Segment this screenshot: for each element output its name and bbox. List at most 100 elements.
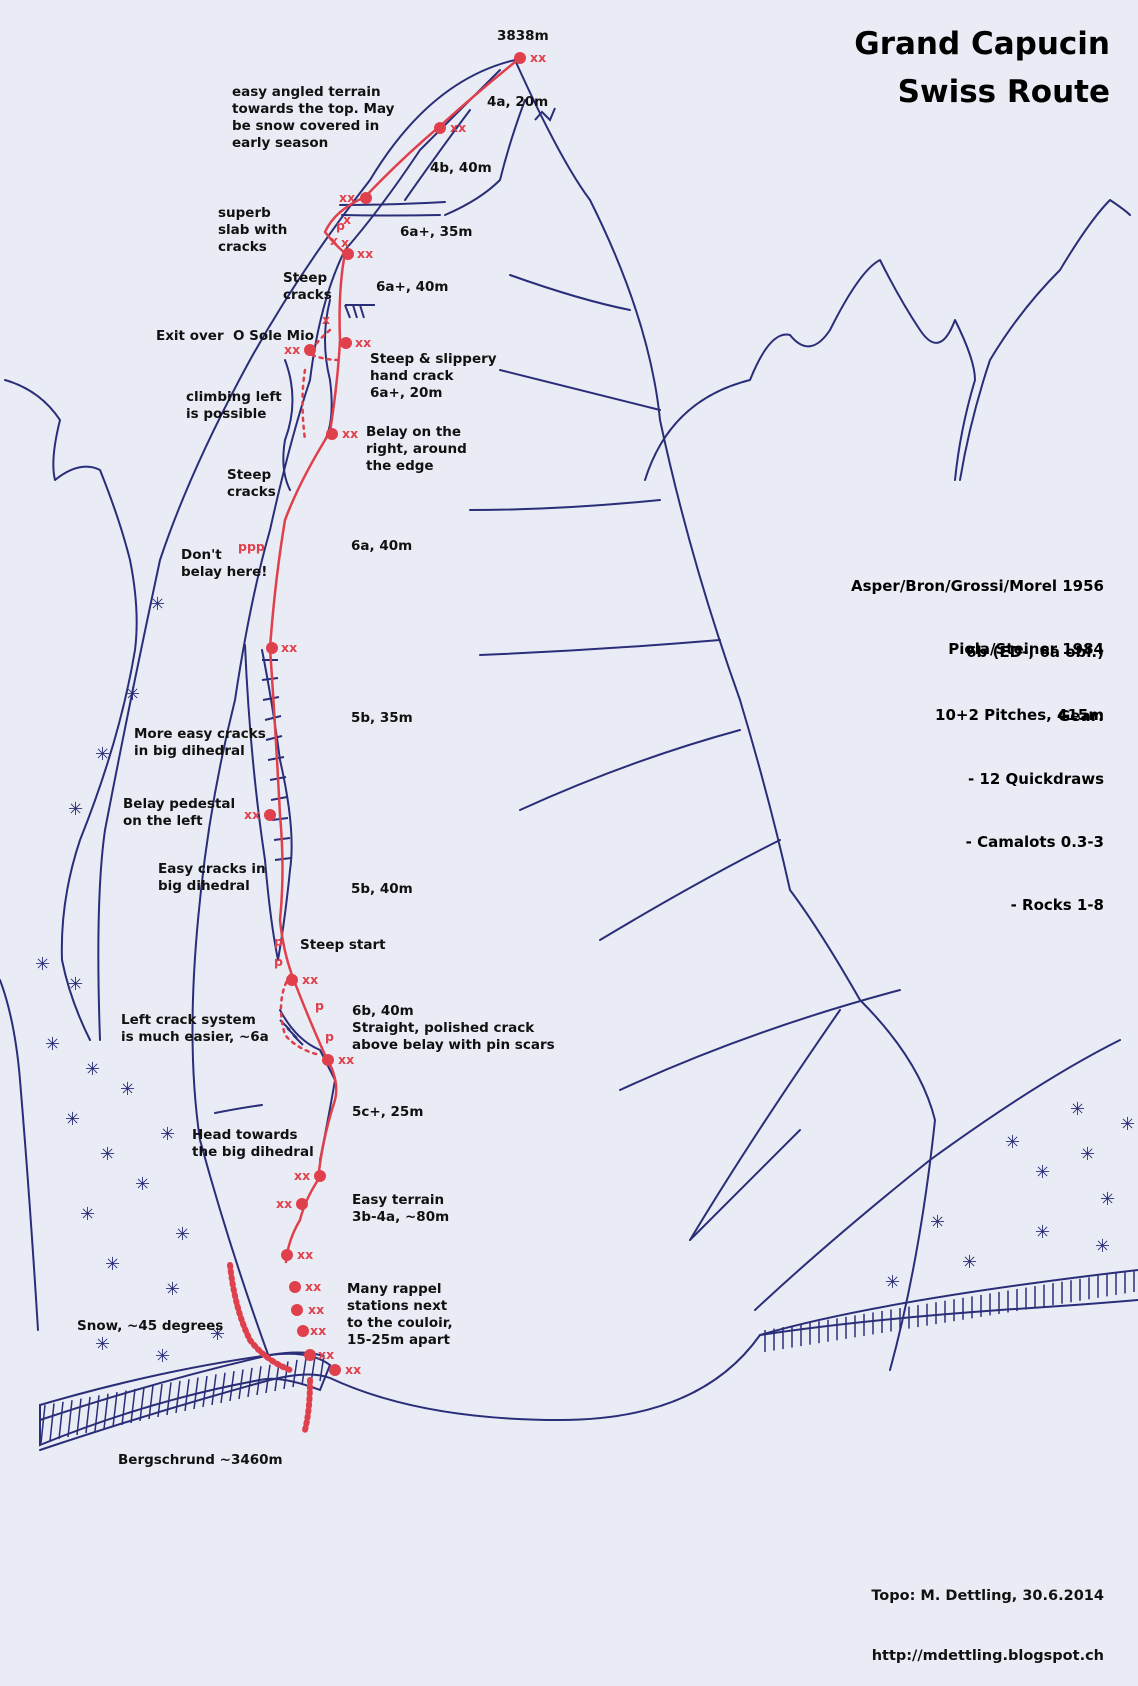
- inner-crack-2: [444, 99, 526, 216]
- route-line: [268, 56, 522, 1264]
- note-easy-terrain: Easy terrain 3b-4a, ~80m: [352, 1192, 450, 1225]
- bergschrund-hatch: [166, 1382, 172, 1416]
- bergschrund-hatch: [220, 1372, 226, 1404]
- bergschrund-hatch: [40, 1404, 46, 1444]
- note-belay-right: Belay on the right, around the edge: [366, 424, 467, 474]
- gear-item: - Camalots 0.3-3: [965, 833, 1104, 851]
- snow-star-icon: ✳: [885, 1272, 900, 1293]
- bergschrund-hatch: [130, 1388, 136, 1424]
- bergschrund-hatch: [148, 1385, 154, 1420]
- piton-mark: p: [274, 954, 283, 969]
- title-line-1: Grand Capucin: [854, 26, 1110, 62]
- note-rappel-stations: Many rappel stations next to the couloir…: [347, 1281, 453, 1348]
- inner-crack: [404, 109, 471, 201]
- snow-star-icon: ✳: [68, 799, 83, 820]
- bergschrund-hatch: [247, 1367, 253, 1398]
- rappel-mark: xx: [310, 1323, 327, 1338]
- rappel-mark: xx: [308, 1302, 325, 1317]
- ridge-right-lower-2: [689, 1129, 801, 1241]
- note-steep-cracks-upper: Steep cracks: [283, 270, 332, 303]
- pitch-label: 5b, 35m: [351, 710, 413, 726]
- bergschrund-hatch: [184, 1379, 190, 1412]
- belay-mark: xx: [357, 246, 374, 261]
- snow-star-icon: ✳: [85, 1059, 100, 1080]
- note-hand-crack: Steep & slippery hand crack 6a+, 20m: [370, 351, 497, 401]
- pitch-label: 4b, 40m: [430, 160, 492, 176]
- summit-altitude: 3838m: [497, 28, 549, 44]
- route-variant: [301, 368, 307, 442]
- belay-mark: xx: [244, 807, 261, 822]
- bergschrund-hatch: [49, 1403, 55, 1442]
- pitch-label: 6a, 40m: [351, 538, 413, 554]
- pitch-label: 6a+, 40m: [376, 279, 449, 295]
- belay-mark: xx: [276, 1196, 293, 1211]
- bergschrund-hatch: [256, 1366, 262, 1396]
- credits: Asper/Bron/Grossi/Morel 1956 Piola/Stein…: [851, 534, 1104, 681]
- blog-link[interactable]: http://mdettling.blogspot.ch: [871, 1648, 1104, 1664]
- snow-star-icon: ✳: [135, 1174, 150, 1195]
- piton-mark: x: [330, 233, 339, 248]
- belay-mark: xx: [281, 640, 298, 655]
- gear-item: - Rocks 1-8: [1010, 896, 1104, 914]
- bergschrund-hatch: [193, 1377, 199, 1410]
- snow-star-icon: ✳: [100, 1144, 115, 1165]
- topo-title: Grand Capucin Swiss Route: [854, 20, 1110, 116]
- snow-star-icon: ✳: [125, 684, 140, 705]
- bergschrund-hatch: [76, 1398, 82, 1436]
- bergschrund-hatch: [121, 1390, 127, 1426]
- bergschrund-hatch: [238, 1369, 244, 1400]
- topo-author: Topo: M. Dettling, 30.6.2014: [871, 1588, 1104, 1604]
- note-belay-pedestal: Belay pedestal on the left: [123, 796, 236, 829]
- capucin-right-ridge: [514, 59, 936, 1371]
- ridge-right-lower: [754, 1039, 1121, 1311]
- snow-star-icon: ✳: [80, 1204, 95, 1225]
- snow-star-icon: ✳: [155, 1346, 170, 1367]
- piton-mark: x: [343, 212, 352, 227]
- snow-star-icon: ✳: [1070, 1099, 1085, 1120]
- snow-star-icon: ✳: [1095, 1236, 1110, 1257]
- belay-mark: xx: [450, 120, 467, 135]
- piton-mark: x: [341, 235, 350, 250]
- note-steep-start: Steep start: [300, 937, 386, 953]
- big-dihedral: [244, 644, 279, 961]
- note-polished-crack: 6b, 40m Straight, polished crack above b…: [352, 1003, 555, 1053]
- snow-star-icon: ✳: [1080, 1144, 1095, 1165]
- grade-line-1: 6b (ED-, 6a obl.): [966, 643, 1104, 661]
- bergschrund-hatch: [112, 1392, 118, 1428]
- piton-mark: ppp: [238, 539, 265, 554]
- snow-star-icon: ✳: [1100, 1189, 1115, 1210]
- bergschrund-hatch: [211, 1374, 217, 1406]
- belay-mark: xx: [342, 426, 359, 441]
- rappel-mark: xx: [345, 1362, 362, 1377]
- bergschrund-hatch: [67, 1400, 73, 1438]
- snow-star-icon: ✳: [175, 1224, 190, 1245]
- note-exit-sole-mio: Exit over O Sole Mio: [156, 328, 314, 344]
- note-dont-belay: Don't belay here!: [181, 547, 268, 580]
- neighbour-peaks: [644, 259, 976, 481]
- note-snow: Snow, ~45 degrees: [77, 1318, 224, 1334]
- note-easy-cracks-dihedral: Easy cracks in big dihedral: [158, 861, 266, 894]
- bergschrund-hatch: [292, 1359, 298, 1388]
- rappel-mark: xx: [305, 1279, 322, 1294]
- pitch-label: 5c+, 25m: [352, 1104, 424, 1120]
- snow-star-icon: ✳: [962, 1252, 977, 1273]
- capucin-inner-line: [191, 69, 501, 1361]
- snow-star-icon: ✳: [1120, 1114, 1135, 1135]
- left-pillar: [4, 379, 138, 1041]
- grade-line-2: 10+2 Pitches, 415m: [935, 706, 1104, 724]
- bergschrund-hatch: [265, 1364, 271, 1394]
- note-steep-cracks-lower: Steep cracks: [227, 467, 276, 500]
- snow-star-icon: ✳: [1005, 1132, 1020, 1153]
- capucin-left-ridge: [97, 59, 516, 1041]
- bergschrund: [39, 1352, 332, 1447]
- bergschrund-hatch: [58, 1401, 64, 1440]
- topo-credit: Topo: M. Dettling, 30.6.2014 http://mdet…: [871, 1546, 1104, 1686]
- bergschrund-hatch: [94, 1395, 100, 1432]
- topo-drawing: ✳✳✳✳✳✳✳✳✳✳✳✳✳✳✳✳✳✳✳✳✳✳✳✳✳✳✳✳✳✳✳: [0, 52, 1138, 1451]
- belay-mark: xx: [302, 972, 319, 987]
- snow-star-icon: ✳: [150, 594, 165, 615]
- belay-mark: xx: [530, 50, 547, 65]
- snow-star-icon: ✳: [35, 954, 50, 975]
- bergschrund-hatch: [274, 1362, 280, 1392]
- snow-star-icon: ✳: [120, 1079, 135, 1100]
